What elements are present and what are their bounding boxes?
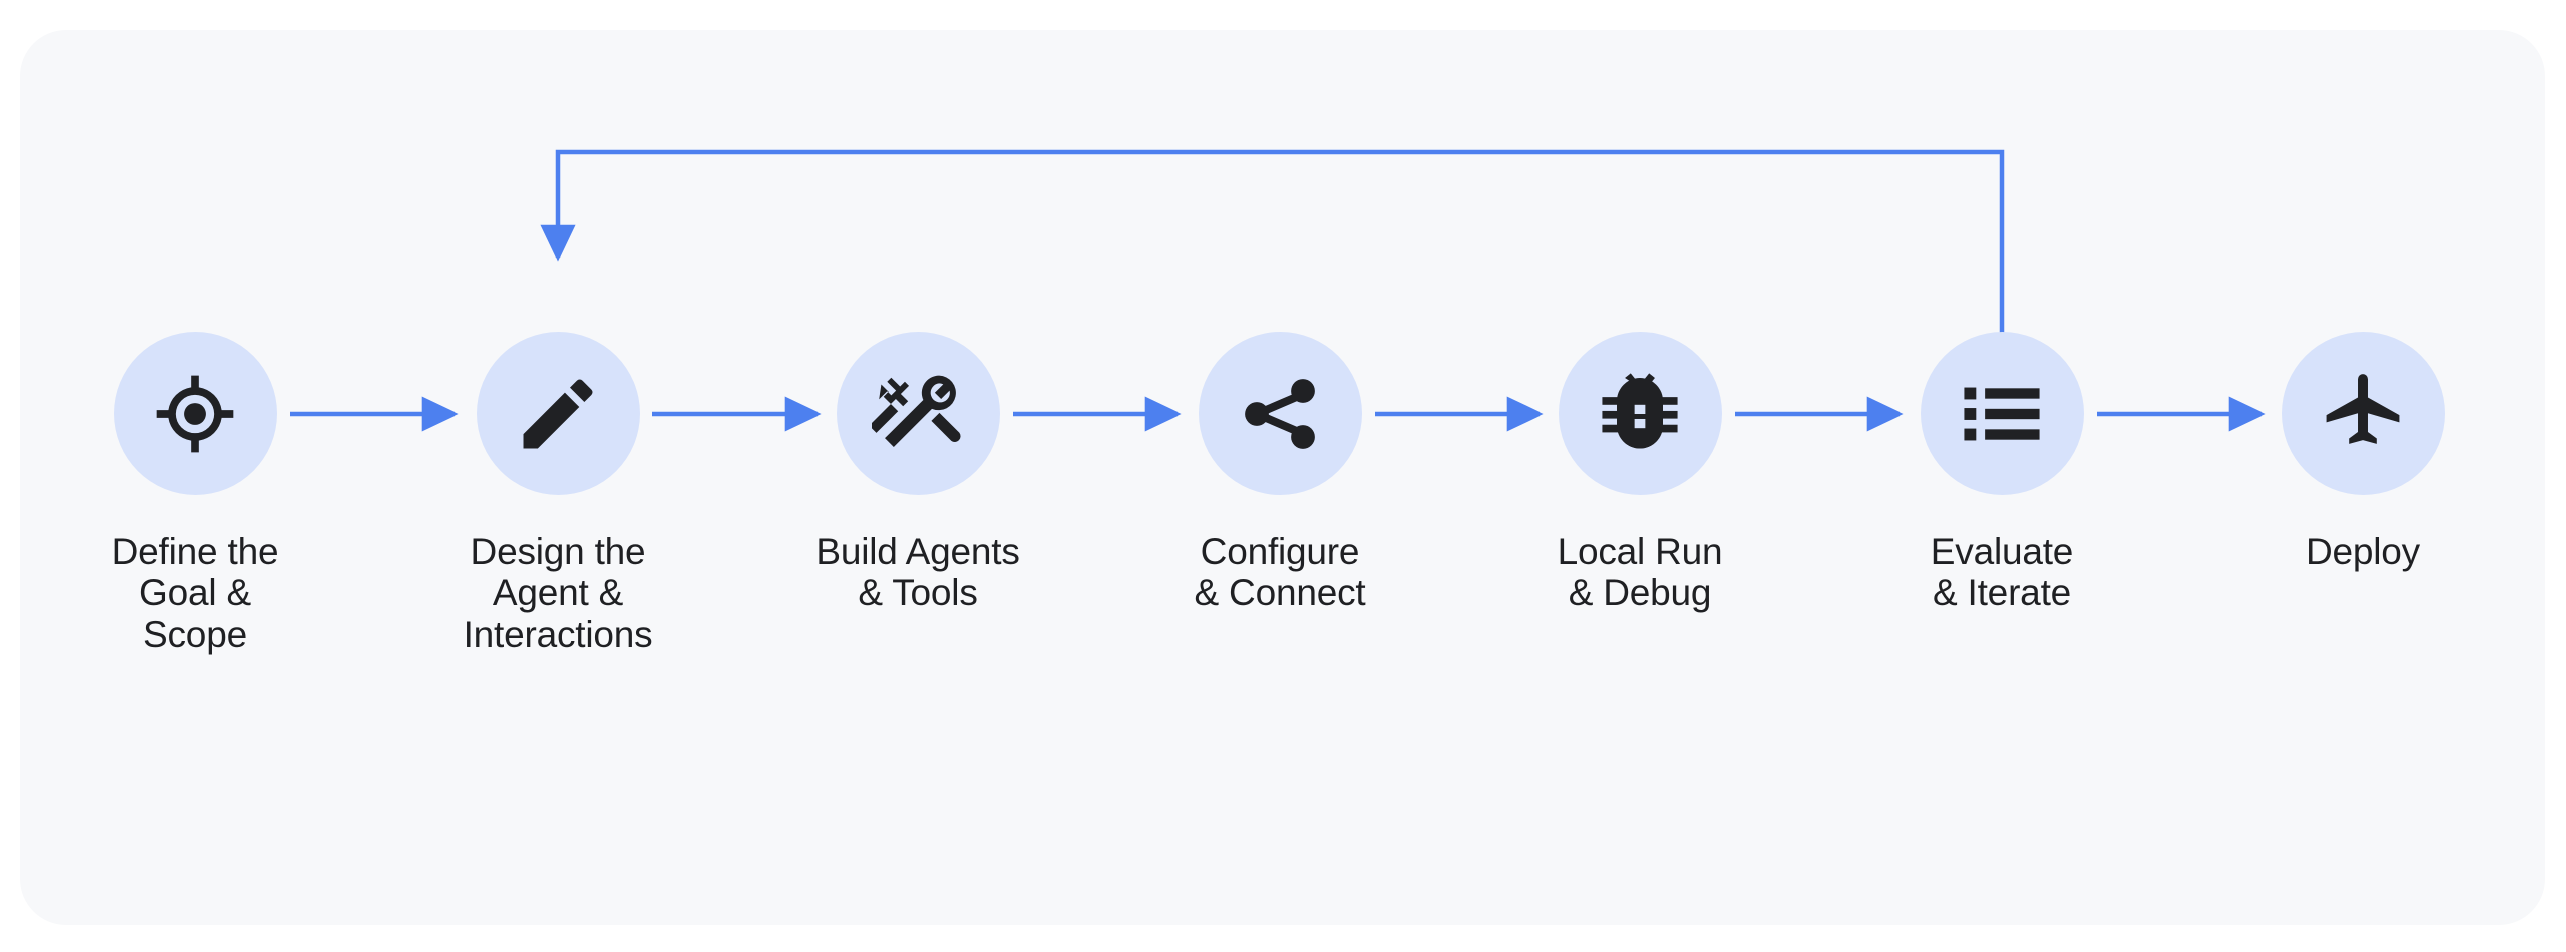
step-node-deploy[interactable]: Deploy — [2233, 332, 2493, 572]
list-checklist-icon — [1964, 387, 2040, 440]
share-network-icon — [1245, 378, 1315, 449]
hammer-wrench-tools-icon — [872, 375, 961, 447]
target-crosshair-icon — [156, 375, 234, 452]
step-label-build-agents-tools: Build Agents & Tools — [816, 531, 1020, 614]
step-icon-circle-local-run-debug[interactable] — [1558, 332, 1722, 495]
step-label-evaluate-iterate: Evaluate & Iterate — [1930, 531, 2074, 614]
step-node-configure-connect[interactable]: Configure & Connect — [1150, 332, 1410, 614]
pencil-edit-icon — [523, 378, 593, 448]
step-node-define-goal-scope[interactable]: Define the Goal & Scope — [65, 332, 325, 655]
bug-debug-icon — [1602, 372, 1678, 448]
step-icon-circle-design-agent-interactions[interactable] — [476, 332, 640, 495]
step-icon-circle-evaluate-iterate[interactable] — [1920, 332, 2084, 495]
step-node-build-agents-tools[interactable]: Build Agents & Tools — [788, 332, 1048, 614]
step-icon-circle-define-goal-scope[interactable] — [113, 332, 277, 495]
step-label-configure-connect: Configure & Connect — [1194, 531, 1366, 614]
step-icon-circle-deploy[interactable] — [2281, 332, 2445, 495]
step-icon-circle-configure-connect[interactable] — [1198, 332, 1362, 495]
step-label-design-agent-interactions: Design the Agent & Interactions — [463, 531, 653, 655]
step-node-local-run-debug[interactable]: Local Run & Debug — [1510, 332, 1770, 614]
step-icon-circle-build-agents-tools[interactable] — [836, 332, 1000, 495]
step-label-local-run-debug: Local Run & Debug — [1557, 531, 1723, 614]
step-label-define-goal-scope: Define the Goal & Scope — [111, 531, 279, 655]
step-node-evaluate-iterate[interactable]: Evaluate & Iterate — [1872, 332, 2132, 614]
step-label-deploy: Deploy — [2306, 531, 2420, 572]
airplane-deploy-icon — [2326, 373, 2400, 444]
step-node-design-agent-interactions[interactable]: Design the Agent & Interactions — [428, 332, 688, 655]
